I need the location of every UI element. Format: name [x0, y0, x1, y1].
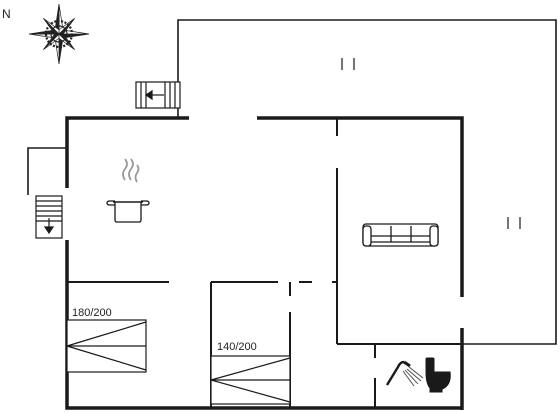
sofa-icon: [362, 223, 439, 247]
double-bed: [66, 319, 147, 373]
terrace-marker: [341, 58, 521, 229]
bed-size-label: 140/200: [217, 341, 257, 353]
stairs-icon: [135, 81, 181, 109]
double-bed: [210, 355, 291, 405]
shower-icon: [385, 360, 424, 387]
bed-size-label: 180/200: [72, 307, 112, 319]
toilet-icon: [425, 357, 451, 393]
exterior-walls: [65, 116, 464, 410]
stairs-icon: [35, 195, 63, 239]
cooking-pot-icon: [106, 158, 150, 223]
compass-rose-icon: [28, 3, 90, 65]
terrace-outline: [27, 19, 557, 345]
north-label: N: [2, 7, 11, 21]
